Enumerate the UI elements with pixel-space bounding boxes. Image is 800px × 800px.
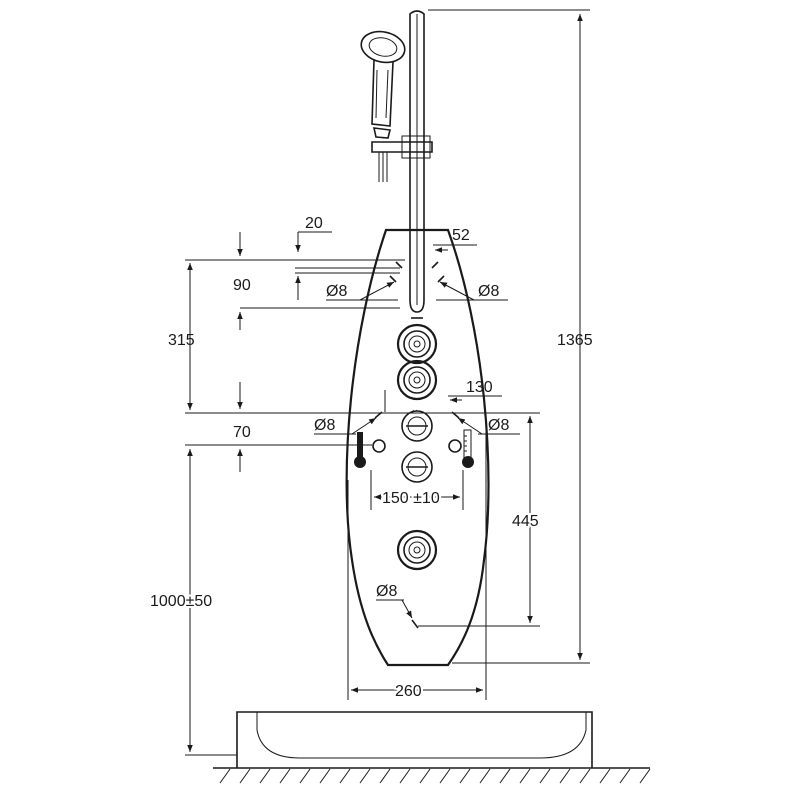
thermometer-icon-left	[354, 432, 366, 468]
body-jet-icon-3	[396, 529, 438, 571]
dim-hole-bottom: Ø8	[376, 583, 419, 629]
shower-tray	[236, 711, 593, 768]
hand-shower-icon	[360, 30, 433, 182]
label-width-mid: 130	[466, 379, 493, 396]
label-height-mid: 70	[233, 424, 251, 441]
dim-height-install: 1000±50	[148, 449, 237, 756]
svg-text:↔: ↔	[411, 405, 419, 414]
label-height-lower: 445	[512, 513, 539, 530]
label-top-offset: 90	[233, 277, 251, 294]
dim-width-mid: 130	[384, 379, 502, 412]
label-gap-top: 20	[305, 215, 323, 232]
label-height-total: 1365	[557, 332, 593, 349]
dim-spacing-mix: 150 ±10	[370, 470, 464, 510]
dim-height-upper: 315	[168, 263, 195, 410]
shower-rail	[409, 10, 425, 319]
label-hole-right-top: Ø8	[478, 283, 499, 300]
dim-height-lower: 445	[418, 416, 541, 627]
label-height-install: 1000±50	[150, 593, 212, 610]
label-spacing-mix: 150 ±10	[382, 490, 440, 507]
side-button-left	[372, 439, 386, 453]
label-hole-left-top: Ø8	[326, 283, 347, 300]
dim-top-offset: 90	[185, 232, 405, 330]
side-button-right	[448, 439, 462, 453]
dim-hole-right-top: Ø8	[436, 281, 508, 301]
body-jet-icon-2	[396, 359, 438, 401]
dim-height-total: 1365	[428, 9, 593, 664]
dim-height-mid: 70	[185, 382, 540, 472]
ground-hatch-icon	[213, 767, 651, 784]
dim-width-rail: 52	[433, 227, 477, 253]
shower-panel-body	[345, 228, 490, 667]
label-hole-right-mid: Ø8	[488, 417, 509, 434]
label-hole-left-mid: Ø8	[314, 417, 335, 434]
label-hole-bottom: Ø8	[376, 583, 397, 600]
thermostat-knob-icon	[401, 451, 433, 483]
body-jet-icon-1	[396, 323, 438, 365]
dim-width-panel: 260	[347, 420, 487, 702]
dim-gap-top: 20	[295, 215, 332, 252]
dim-hole-right-mid: Ø8	[457, 417, 520, 435]
top-fixing-holes	[389, 261, 445, 283]
dim-hole-left-top: Ø8	[326, 281, 398, 301]
label-height-upper: 315	[168, 332, 195, 349]
diverter-knob-icon: ↔	[401, 405, 433, 442]
label-width-rail: 52	[452, 227, 470, 244]
thermometer-icon-right	[462, 429, 474, 468]
dim-hole-left-mid: Ø8	[314, 417, 377, 435]
label-width-panel: 260	[395, 683, 422, 700]
